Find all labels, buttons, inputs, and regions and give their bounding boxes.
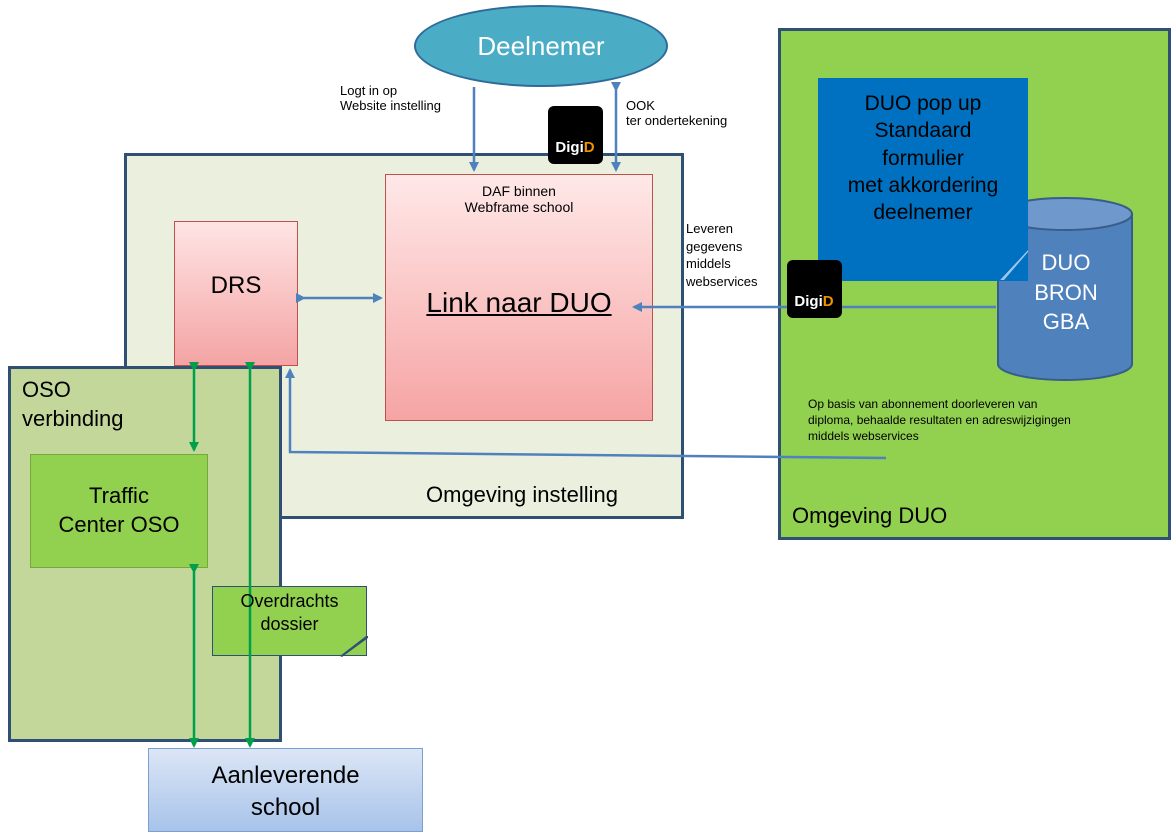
omgeving-duo-label: Omgeving DUO bbox=[792, 503, 948, 528]
dossier-fold-corner bbox=[340, 636, 368, 657]
popup-fold-corner bbox=[1000, 250, 1028, 280]
digid-logo-top: DigiD bbox=[548, 106, 603, 164]
arrow-duo-to-drs bbox=[285, 368, 887, 460]
overdrachts-dossier-note bbox=[212, 586, 367, 656]
duo-popup-form bbox=[818, 78, 1028, 281]
deelnemer-label: Deelnemer bbox=[477, 31, 605, 61]
daf-box bbox=[385, 174, 653, 421]
svg-text:DigiD: DigiD bbox=[555, 139, 594, 156]
link-naar-duo[interactable]: Link naar DUO bbox=[426, 287, 612, 318]
svg-text:DigiD: DigiD bbox=[794, 293, 833, 310]
drs-label: DRS bbox=[210, 272, 262, 299]
digid-logo-right: DigiD bbox=[787, 260, 842, 318]
aanleverende-school-box bbox=[148, 748, 423, 832]
drs-box bbox=[174, 221, 298, 366]
traffic-center-box bbox=[30, 454, 208, 568]
omgeving-instelling-label: Omgeving instelling bbox=[426, 482, 618, 507]
deelnemer-ellipse bbox=[414, 5, 668, 87]
